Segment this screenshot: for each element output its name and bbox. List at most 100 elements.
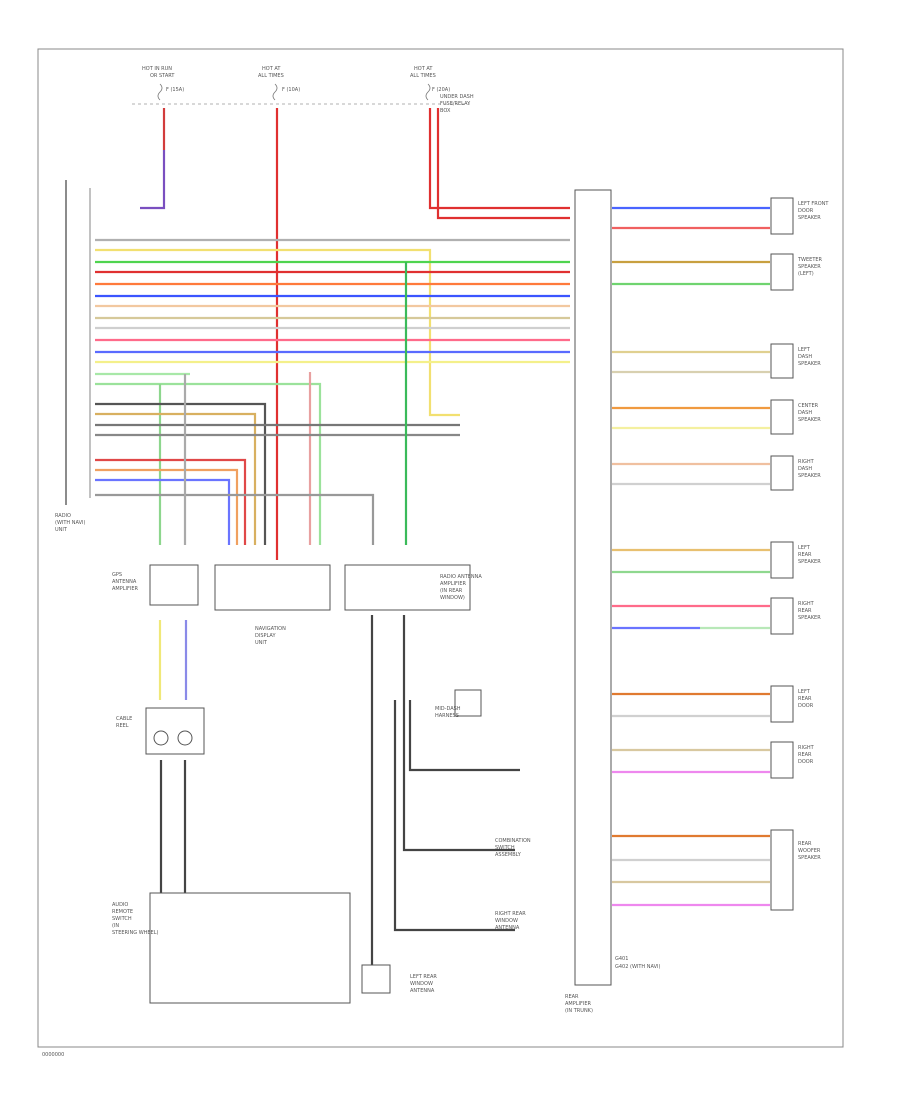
steering-switch-label-line: AUDIO	[112, 902, 128, 908]
speaker-label-line: (LEFT)	[798, 271, 814, 277]
antenna-amplifier	[344, 564, 471, 611]
speaker-label-line: LEFT FRONT	[798, 201, 829, 207]
nav-label-line: DISPLAY	[255, 633, 276, 639]
speaker-icon	[770, 253, 794, 291]
radio-unit-label-line: (WITH NAVI)	[55, 520, 86, 526]
fuse-label-right-line: HOT AT	[414, 66, 433, 72]
speaker-label-line: SPEAKER	[798, 615, 821, 621]
speaker-icon	[770, 399, 794, 435]
harness-wire	[95, 468, 239, 545]
steering-switch-label-line: REMOTE	[112, 909, 133, 915]
fuse-label-right-line: BOX	[440, 108, 451, 114]
mirror-label-line: WINDOW	[495, 918, 518, 924]
speaker-icon	[770, 343, 794, 379]
fuse-label-right-line: FUSE/RELAY	[440, 101, 471, 107]
speaker-label-line: SPEAKER	[798, 559, 821, 565]
speaker-label-line: LEFT	[798, 347, 811, 353]
antenna-wire	[393, 700, 515, 932]
cable-reel-label: CABLE REEL	[116, 716, 132, 729]
speaker-icon	[770, 541, 794, 579]
radio-unit-label: RADIO (WITH NAVI) UNIT	[55, 513, 86, 533]
harness-wire	[95, 458, 247, 545]
antenna-amp-label-line: WINDOW)	[440, 595, 465, 601]
speaker-label-line: REAR	[798, 752, 812, 758]
nav-label-line: UNIT	[255, 640, 268, 646]
mirror-label-line: ANTENNA	[410, 988, 435, 994]
fuse-symbol	[272, 83, 278, 101]
gps-antenna-amplifier	[149, 564, 199, 606]
steering-switch-label: AUDIO REMOTE SWITCH (IN STEERING WHEEL)	[112, 902, 159, 936]
antenna-junction	[361, 964, 391, 994]
antenna-wire	[402, 615, 515, 852]
fuse-symbol	[425, 83, 431, 101]
gps-label-line: AMPLIFIER	[112, 586, 139, 592]
mirror-label-line: RIGHT REAR	[495, 911, 526, 917]
fuse-label-mid: HOT AT ALL TIMES F (10A)	[258, 66, 300, 93]
antenna-amp-label-line: AMPLIFIER	[440, 581, 467, 587]
speaker-label-line: TWEETER	[797, 257, 823, 263]
mirror-label-line: LEFT REAR	[410, 974, 437, 980]
speaker-label-line: DASH	[798, 466, 812, 472]
gps-label-line: ANTENNA	[112, 579, 137, 585]
speaker-symbols	[770, 197, 794, 911]
speaker-label-line: RIGHT	[798, 601, 815, 607]
cable-reel-label-line: CABLE	[116, 716, 132, 722]
speaker-label-line: SPEAKER	[798, 215, 821, 221]
navigation-display-unit	[214, 564, 331, 611]
cable-reel	[145, 707, 205, 755]
cable-reel-contact	[177, 730, 193, 746]
rear-amp-label-line: REAR	[565, 994, 579, 1000]
steering-switch-label-line: SWITCH	[112, 916, 132, 922]
gps-label: GPS ANTENNA AMPLIFIER	[112, 572, 139, 592]
harness-wire	[95, 478, 231, 545]
mirror-label-line: WINDOW	[410, 981, 433, 987]
fuse-label-left: HOT IN RUN OR START F (15A)	[142, 66, 184, 93]
diagram-frame	[37, 48, 844, 1048]
speaker-label-line: REAR	[798, 841, 812, 847]
rear-amp-label-line: (IN TRUNK)	[565, 1008, 593, 1014]
cable-reel-label-line: REEL	[116, 723, 129, 729]
fuse-label-mid-line: HOT AT	[262, 66, 281, 72]
speaker-label-line: SPEAKER	[798, 361, 821, 367]
speaker-label-line: SPEAKER	[798, 473, 821, 479]
feed-wire-left	[140, 150, 166, 210]
speaker-icon	[770, 741, 794, 779]
speaker-icon	[770, 197, 794, 235]
speaker-label-line: SPEAKER	[798, 855, 821, 861]
speaker-label-line: REAR	[798, 552, 812, 558]
speaker-label-line: DASH	[798, 354, 812, 360]
footer-label: 0000000	[42, 1052, 64, 1058]
speaker-label-line: DOOR	[798, 208, 814, 214]
mirror-labels: COMBINATION SWITCH ASSEMBLY RIGHT REAR W…	[410, 838, 531, 994]
radio-unit-label-line: UNIT	[55, 527, 68, 533]
rear-amplifier-connector	[574, 189, 612, 986]
mid-dash-label: MID-DASH HARNESS	[435, 706, 461, 719]
speaker-wires	[612, 206, 770, 907]
steering-switch-assembly	[149, 892, 351, 1004]
speaker-label-line: SPEAKER	[798, 264, 821, 270]
fuse-label-right-line: ALL TIMES	[410, 73, 436, 79]
harness-wires	[95, 238, 570, 545]
antenna-amp-label-line: (IN REAR	[440, 588, 463, 594]
rear-amp-label: REAR AMPLIFIER (IN TRUNK)	[565, 994, 593, 1014]
harness-wire	[95, 402, 267, 545]
mirror-label-line: ANTENNA	[495, 925, 520, 931]
ground-note-line: G401	[615, 956, 628, 962]
fuse-label-left-line: F (15A)	[166, 87, 184, 93]
harness-wire	[95, 493, 375, 545]
speaker-label-line: RIGHT	[798, 745, 815, 751]
mid-dash-label-line: HARNESS	[435, 713, 459, 719]
rear-amp-label-line: AMPLIFIER	[565, 1001, 592, 1007]
ground-note-line: G402 (WITH NAVI)	[615, 964, 661, 970]
speaker-icon	[770, 455, 794, 491]
antenna-amp-label-line: RADIO ANTENNA	[440, 574, 482, 580]
steering-switch-label-line: STEERING WHEEL)	[112, 930, 159, 936]
harness-connector	[454, 689, 482, 717]
feed-wire-right	[436, 108, 570, 220]
speaker-labels: LEFT FRONT DOOR SPEAKER TWEETER SPEAKER …	[797, 201, 829, 861]
mirror-label-line: ASSEMBLY	[495, 852, 522, 858]
fuse-label-right-line: F (20A)	[432, 87, 450, 93]
feed-wire-right	[428, 108, 570, 210]
speaker-label-line: WOOFER	[798, 848, 821, 854]
harness-wire	[95, 382, 322, 545]
